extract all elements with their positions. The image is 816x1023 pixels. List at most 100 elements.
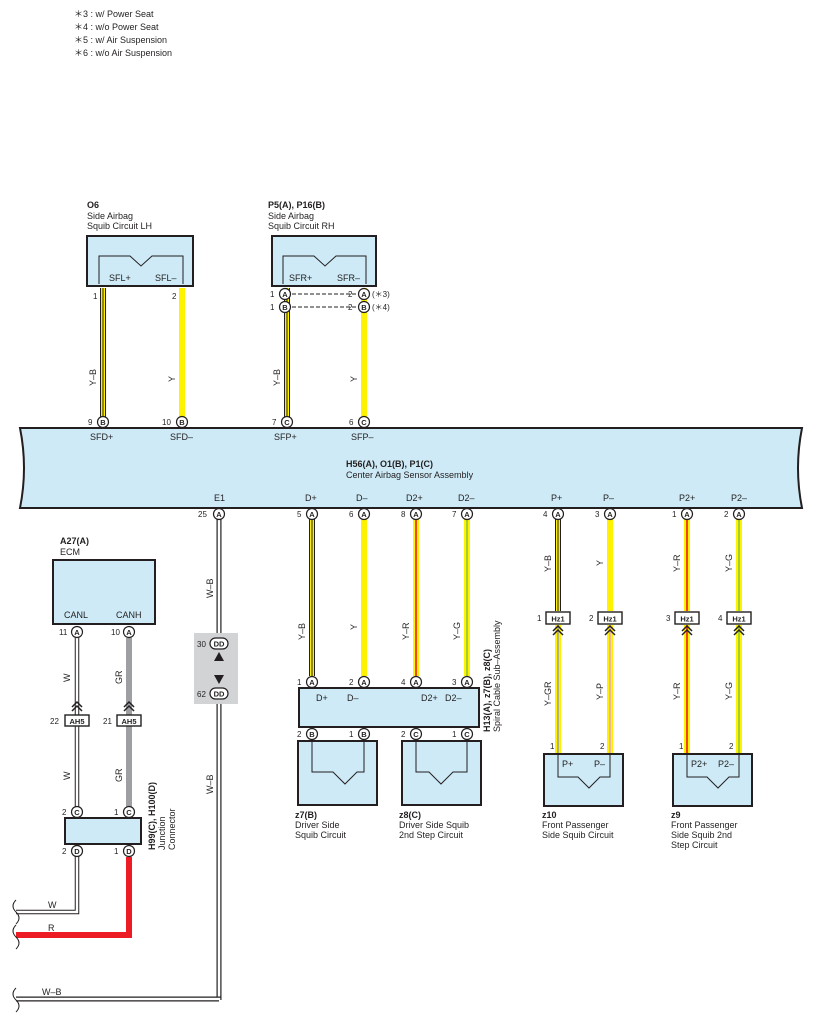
o6-squib-symbol (98, 255, 184, 284)
junction-name2: Connector (167, 808, 177, 850)
ah5-label-2: AH5 (121, 717, 136, 726)
wire-label-p-minus-bot: Y–P (595, 683, 605, 700)
hz1-pin-4: 4 (718, 614, 723, 623)
connector-hz1: Hz1 Hz1 Hz1 Hz1 1 2 3 4 (537, 611, 752, 636)
ring-p-plus: A (555, 510, 561, 519)
spiral-bot-ring-1: B (309, 730, 315, 739)
wire-label-d2-minus: Y–G (452, 622, 462, 640)
z9-term1: P2+ (691, 759, 707, 769)
spiral-term-2: D– (347, 693, 359, 703)
wire-label-bottom-r: R (48, 923, 55, 933)
center-top-term-3: SFP+ (274, 432, 297, 442)
ecm-box (52, 559, 156, 625)
hz1-pin-2: 2 (589, 614, 594, 623)
spiral-term-3: D2+ (421, 693, 438, 703)
center-top-pins: B 9 SFD+ B 10 SFD– C 7 SFP+ C 6 SFP– (88, 415, 374, 442)
center-top-ring-2: B (179, 418, 185, 427)
z8-code: z8(C) (399, 810, 421, 820)
component-junction: C C D D 2 1 2 1 H99(C), H100(D) Junction… (62, 782, 177, 858)
center-term-d-plus: D+ (305, 493, 317, 503)
wire-label-o6-2: Y (167, 376, 177, 382)
wire-label-bottom-w: W (48, 900, 57, 910)
ecm-term2: CANH (116, 610, 142, 620)
z9-pin1: 1 (679, 742, 684, 751)
wire-break-marks: W R W–B (12, 899, 62, 1013)
pin-d2-minus: 7 (452, 510, 457, 519)
z7-name2: Squib Circuit (295, 830, 347, 840)
ring-p-minus: A (607, 510, 613, 519)
spiral-bot-ring-3: C (413, 730, 419, 739)
ah5-pin2: 21 (103, 717, 112, 726)
ecm-pin2: 10 (111, 628, 120, 637)
o6-box (86, 235, 194, 287)
wire-label-e1: W–B (205, 578, 215, 598)
wire-label-p2-plus-bot: Y–R (672, 682, 682, 700)
dd-pin2: 62 (197, 690, 206, 699)
spiral-name: Spiral Cable Sub–Assembly (492, 620, 502, 732)
spiral-top-ring-4: A (464, 678, 470, 687)
spiral-top-pin-1: 1 (297, 678, 302, 687)
ring-d2-plus: A (413, 510, 419, 519)
svg-text:A: A (74, 628, 80, 637)
ecm-term1: CANL (64, 610, 88, 620)
z7-box (297, 740, 378, 806)
center-box (18, 427, 804, 509)
ring-d-minus: A (361, 510, 367, 519)
wire-label-p2-plus-top: Y–R (672, 554, 682, 572)
wire-label-p5-1: Y–B (272, 369, 282, 386)
spiral-top-pin-2: 2 (349, 678, 354, 687)
z10-name1: Front Passenger (542, 820, 609, 830)
ecm-pin1: 11 (59, 628, 68, 637)
z9-name2: Side Squib 2nd (671, 830, 732, 840)
wire-label-o6-1: Y–B (88, 369, 98, 386)
wire-label-canl-top: W (62, 673, 72, 682)
z10-box (543, 753, 624, 807)
wire-label-p2-minus-top: Y–G (724, 554, 734, 572)
center-top-term-4: SFP– (351, 432, 374, 442)
center-top-ring-4: C (361, 418, 367, 427)
wire-label-canl-mid: W (62, 771, 72, 780)
center-top-pin-3: 7 (272, 418, 277, 427)
wire-label-d-plus: Y–B (297, 623, 307, 640)
ring-p2-minus: A (736, 510, 742, 519)
center-top-pin-1: 9 (88, 418, 93, 427)
center-term-p-minus: P– (603, 493, 614, 503)
o6-pin1: 1 (93, 292, 98, 301)
note-3: ＊5 : w/ Air Suspension (74, 35, 167, 45)
z10-name2: Side Squib Circuit (542, 830, 614, 840)
p5-ring-a1: A (282, 290, 288, 299)
hz1-pin-1: 1 (537, 614, 542, 623)
z9-term2: P2– (718, 759, 734, 769)
z10-term1: P+ (562, 759, 573, 769)
p5-name2: Squib Circuit RH (268, 221, 335, 231)
hz1-label-3: Hz1 (680, 615, 693, 624)
z7-name1: Driver Side (295, 820, 340, 830)
center-term-d2-minus: D2– (458, 493, 475, 503)
z9-name3: Step Circuit (671, 840, 718, 850)
hz1-label-2: Hz1 (603, 615, 616, 624)
spiral-bot-pin-4: 1 (452, 730, 457, 739)
p5-term1: SFR+ (289, 273, 312, 283)
wire-label-bottom-wb: W–B (42, 987, 62, 997)
component-z10: P+ P– 1 2 z10 Front Passenger Side Squib… (542, 742, 624, 840)
component-z7: z7(B) Driver Side Squib Circuit (295, 740, 378, 840)
p5-pinB2: 2 (348, 303, 353, 312)
center-name: Center Airbag Sensor Assembly (346, 470, 474, 480)
wire-label-p-minus-top: Y (595, 560, 605, 566)
junction-box (64, 817, 142, 845)
note-1: ＊3 : w/ Power Seat (74, 9, 154, 19)
wire-label-canh-mid: GR (114, 768, 124, 782)
connector-ah5: AH5 AH5 22 21 (50, 701, 142, 727)
component-ecm: A27(A) ECM CANL CANH A A 11 10 (52, 536, 156, 639)
spiral-top-ring-2: A (361, 678, 367, 687)
lower-wires (16, 519, 742, 1002)
pin-p-plus: 4 (543, 510, 548, 519)
svg-text:A: A (126, 628, 132, 637)
wire-label-p2-minus-bot: Y–G (724, 682, 734, 700)
wire-label-p-plus-top: Y–B (543, 555, 553, 572)
spiral-bot-ring-4: C (464, 730, 470, 739)
p5-ring-b1: B (282, 303, 288, 312)
pin-p2-minus: 2 (724, 510, 729, 519)
